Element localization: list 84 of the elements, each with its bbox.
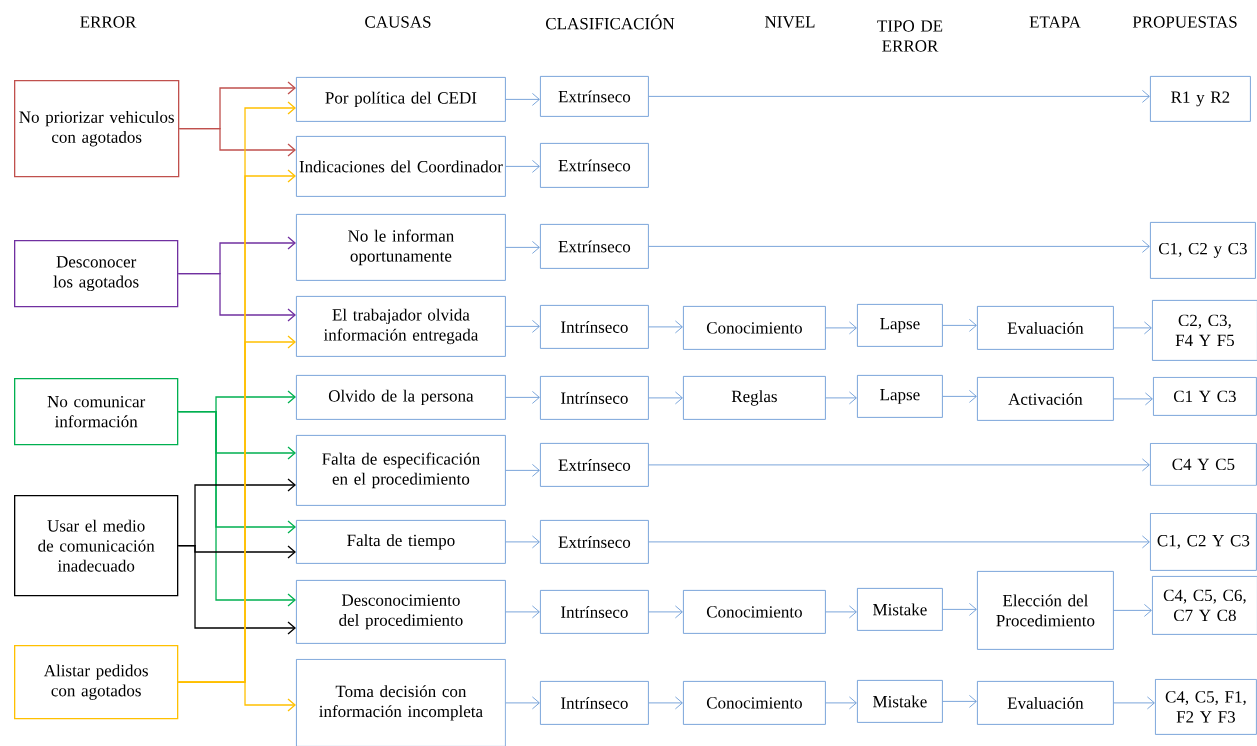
process-box: Reglas [683,376,826,420]
column-header: NIVEL [765,16,815,28]
arrow [648,90,1150,103]
process-box: El trabajador olvida información entregada [296,296,506,357]
process-box: C1 Y C3 [1153,377,1257,416]
arrow [177,411,296,607]
error-box: No priorizar vehiculos con agotados [14,80,180,178]
process-box: Conocimiento [683,681,826,725]
process-box: Mistake [857,680,943,723]
arrow [942,390,977,403]
arrow [648,240,1150,253]
arrow [648,605,683,619]
column-header: TIPO DE ERROR [877,20,943,52]
process-box: Mistake [857,588,943,631]
process-box: Intrínseco [540,376,649,420]
arrow [177,545,296,635]
arrow [648,458,1150,472]
arrow [825,321,857,335]
process-box: Extrínseco [540,224,649,269]
error-box: Alistar pedidos con agotados [14,645,179,720]
process-box: Activación [977,377,1114,421]
arrow [1113,696,1155,710]
process-box: R1 y R2 [1150,76,1251,122]
arrow [177,273,296,322]
arrow [505,391,540,404]
arrow [505,535,540,549]
error-box: No comunicar información [14,378,179,446]
process-box: Lapse [857,304,943,347]
arrow [825,605,857,619]
process-box: Toma decisión con información incompleta [296,659,506,746]
arrow [648,535,1150,549]
process-box: Falta de tiempo [296,520,506,564]
arrow [177,681,296,712]
arrow [178,128,296,157]
process-box: Extrínseco [540,143,649,188]
error-box: Usar el medio de comunicación inadecuado [14,495,179,597]
process-box: Extrínseco [540,520,649,564]
process-box: Elección del Procedimiento [977,571,1114,650]
process-box: Conocimiento [683,590,826,634]
arrow [1113,321,1152,335]
column-header: ETAPA [1029,16,1081,28]
arrow [1113,392,1153,406]
process-box: Conocimiento [683,306,826,350]
column-header: CLASIFICACIÓN [546,14,675,30]
process-box: Olvido de la persona [296,375,506,420]
process-box: Falta de especificación en el procedimiento [296,435,506,506]
process-box: Evaluación [977,306,1114,350]
process-box: C2, C3, F4 Y F5 [1152,300,1257,361]
arrow [942,319,977,332]
process-box: Extrínseco [540,76,649,117]
process-box: Indicaciones del Coordinador [296,136,506,197]
arrow [825,391,857,405]
arrow [648,320,683,334]
process-box: Intrínseco [540,590,649,634]
arrow [648,391,683,405]
process-box: C1, C2 y C3 [1150,222,1256,279]
process-box: Intrínseco [540,681,649,725]
arrow [505,320,540,333]
arrow [505,605,540,619]
arrow [825,696,857,710]
process-box: Por política del CEDI [296,77,506,122]
arrow [942,603,977,616]
column-header: CAUSAS [365,16,431,28]
column-header: ERROR [80,16,137,28]
column-header: PROPUESTAS [1132,16,1237,28]
arrow [505,464,540,477]
arrow [648,696,683,710]
process-box: No le informan oportunamente [296,214,506,281]
process-box: C1, C2 Y C3 [1150,513,1257,571]
process-box: Desconocimiento del procedimiento [296,580,506,644]
arrow [505,93,540,106]
process-box: Extrínseco [540,443,649,487]
process-box: Lapse [857,375,943,418]
error-box: Desconocer los agotados [14,240,179,308]
process-box: C4, C5, F1, F2 Y F3 [1155,679,1257,735]
process-box: C4 Y C5 [1150,443,1257,486]
arrow [1113,604,1152,617]
process-box: Intrínseco [540,305,649,349]
process-box: Evaluación [977,681,1114,725]
arrow [505,160,540,173]
arrow [505,241,540,254]
process-box: C4, C5, C6, C7 Y C8 [1152,576,1257,635]
arrow [942,695,977,708]
arrow [505,696,540,710]
